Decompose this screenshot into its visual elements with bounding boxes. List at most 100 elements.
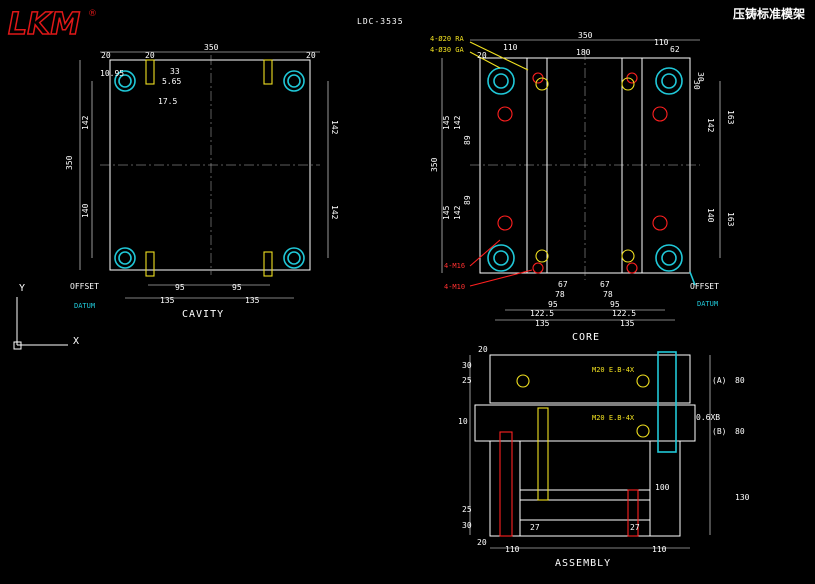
ucs-y-label: Y <box>19 283 26 294</box>
assembly-dim-right: 0.6XB <box>696 413 720 422</box>
assembly-view-label: ASSEMBLY <box>555 558 611 569</box>
assembly-bottom-plate <box>519 519 651 537</box>
cavity-dim-bottom: 135 <box>245 296 260 305</box>
cavity-dim-bottom: 95 <box>232 283 242 292</box>
cavity-dim-bottom: 95 <box>175 283 185 292</box>
guide-pin-side-icon <box>657 351 677 453</box>
guide-pin-icon <box>655 244 683 272</box>
assembly-dim-left: 25 <box>462 505 472 514</box>
core-note-m10: 4-M10 <box>444 283 465 291</box>
screw-hole-icon <box>497 106 513 122</box>
assembly-dim-right: 80 <box>735 376 745 385</box>
core-dim-top: 110 <box>654 38 669 47</box>
cavity-offset-label: OFFSET <box>70 282 99 291</box>
return-pin-icon <box>535 249 549 263</box>
core-note-ga: 4-Ø30 GA <box>430 46 465 54</box>
cavity-dim-pin: 33 <box>170 67 180 76</box>
eye-bolt-icon <box>636 374 650 388</box>
assembly-dim-right: (A) <box>712 376 726 385</box>
core-dim-top: 30 <box>692 80 701 90</box>
cavity-dim-left: 140 <box>81 203 90 218</box>
guide-bush-icon <box>283 70 305 92</box>
core-rail-right <box>621 57 643 274</box>
guide-pin-inner-icon <box>661 73 677 89</box>
core-dim-bottom: 95 <box>548 300 558 309</box>
core-dim-bottom: 122.5 <box>530 309 554 318</box>
core-dim-top: 180 <box>576 48 591 57</box>
eye-bolt-icon <box>516 374 530 388</box>
core-dim-bottom: 78 <box>555 290 565 299</box>
cavity-dim-pin: 17.5 <box>158 97 177 106</box>
core-note-m16: 4-M16 <box>444 262 465 270</box>
return-pin-icon <box>263 251 273 277</box>
ucs-axis-icon: Y X <box>13 283 80 350</box>
core-dim-right: 30 <box>696 72 705 82</box>
guide-bush-inner-icon <box>118 74 132 88</box>
assembly-dim-bottom: 27 <box>530 523 540 532</box>
guide-pin-inner-icon <box>493 250 509 266</box>
cavity-datum-label: DATUM <box>74 302 95 310</box>
return-pin-icon <box>621 77 635 91</box>
cavity-dim-left: 142 <box>81 115 90 130</box>
screw-hole-icon <box>497 215 513 231</box>
guide-bush-icon <box>283 247 305 269</box>
guide-bush-inner-icon <box>287 74 301 88</box>
cavity-dim-right: 142 <box>330 205 339 220</box>
return-pin-icon <box>535 77 549 91</box>
cavity-dim-right: 142 <box>330 120 339 135</box>
assembly-dim-right: 100 <box>655 483 670 492</box>
core-dim-bottom: 135 <box>535 319 550 328</box>
assembly-dim-left: 25 <box>462 376 472 385</box>
assembly-note-eb: M20 E.B-4X <box>592 366 635 374</box>
assembly-right-rail <box>649 440 681 537</box>
core-dim-left: 145 <box>442 115 451 130</box>
assembly-note-eb: M20 E.B-4X <box>592 414 635 422</box>
core-dim-top: 62 <box>670 45 680 54</box>
assembly-view: M20 E.B-4X M20 E.B-4X 20 30 25 10 25 30 … <box>458 345 750 569</box>
core-dim-bottom: 67 <box>558 280 568 289</box>
cavity-view-label: CAVITY <box>182 309 224 320</box>
assembly-dim-left: 30 <box>462 361 472 370</box>
bolt-icon <box>627 489 639 537</box>
core-dim-bottom: 78 <box>603 290 613 299</box>
assembly-dim-left: 20 <box>477 538 487 547</box>
guide-pin-icon <box>487 244 515 272</box>
core-dim-left: 142 <box>453 205 462 220</box>
guide-bush-inner-icon <box>118 251 132 265</box>
core-dim-right: 163 <box>726 212 735 227</box>
core-offset-label: OFFSET <box>690 282 719 291</box>
core-dim-top: 20 <box>477 51 487 60</box>
cavity-dim-width: 350 <box>204 43 219 52</box>
assembly-dim-right: 130 <box>735 493 750 502</box>
core-datum-label: DATUM <box>697 300 718 308</box>
assembly-dim-left: 10 <box>458 417 468 426</box>
assembly-ejector-plate <box>519 489 651 501</box>
drawing-title: LDC-3535 <box>357 17 404 26</box>
core-dim-left: 145 <box>442 205 451 220</box>
guide-bush-icon <box>114 247 136 269</box>
eye-bolt-icon <box>636 424 650 438</box>
assembly-middle-plate <box>474 404 696 442</box>
assembly-dim-bottom: 27 <box>630 523 640 532</box>
cavity-dim-small: 10.95 <box>100 69 124 78</box>
assembly-dim-right: 80 <box>735 427 745 436</box>
core-view: 350 110 180 20 110 62 30 350 145 142 89 … <box>430 31 735 343</box>
cavity-dim-height: 350 <box>65 155 74 170</box>
return-pin-icon <box>145 251 155 277</box>
assembly-left-rail <box>489 440 521 537</box>
cavity-dim-bottom: 135 <box>160 296 175 305</box>
registered-mark-icon: ® <box>88 9 97 19</box>
screw-hole-icon <box>652 106 668 122</box>
cavity-dim-edge: 20 <box>306 51 316 60</box>
core-note-ra: 4-Ø20 RA <box>430 35 465 43</box>
ucs-x-label: X <box>73 336 80 347</box>
assembly-dim-right: (B) <box>712 427 726 436</box>
core-rail-left <box>526 57 548 274</box>
lkm-logo: LKM <box>8 7 80 42</box>
guide-pin-inner-icon <box>661 250 677 266</box>
chinese-title: 压铸标准模架 <box>733 6 805 21</box>
cavity-dim-pin: 20 <box>145 51 155 60</box>
assembly-top-plate <box>489 354 691 404</box>
core-dim-left: 89 <box>463 135 472 145</box>
